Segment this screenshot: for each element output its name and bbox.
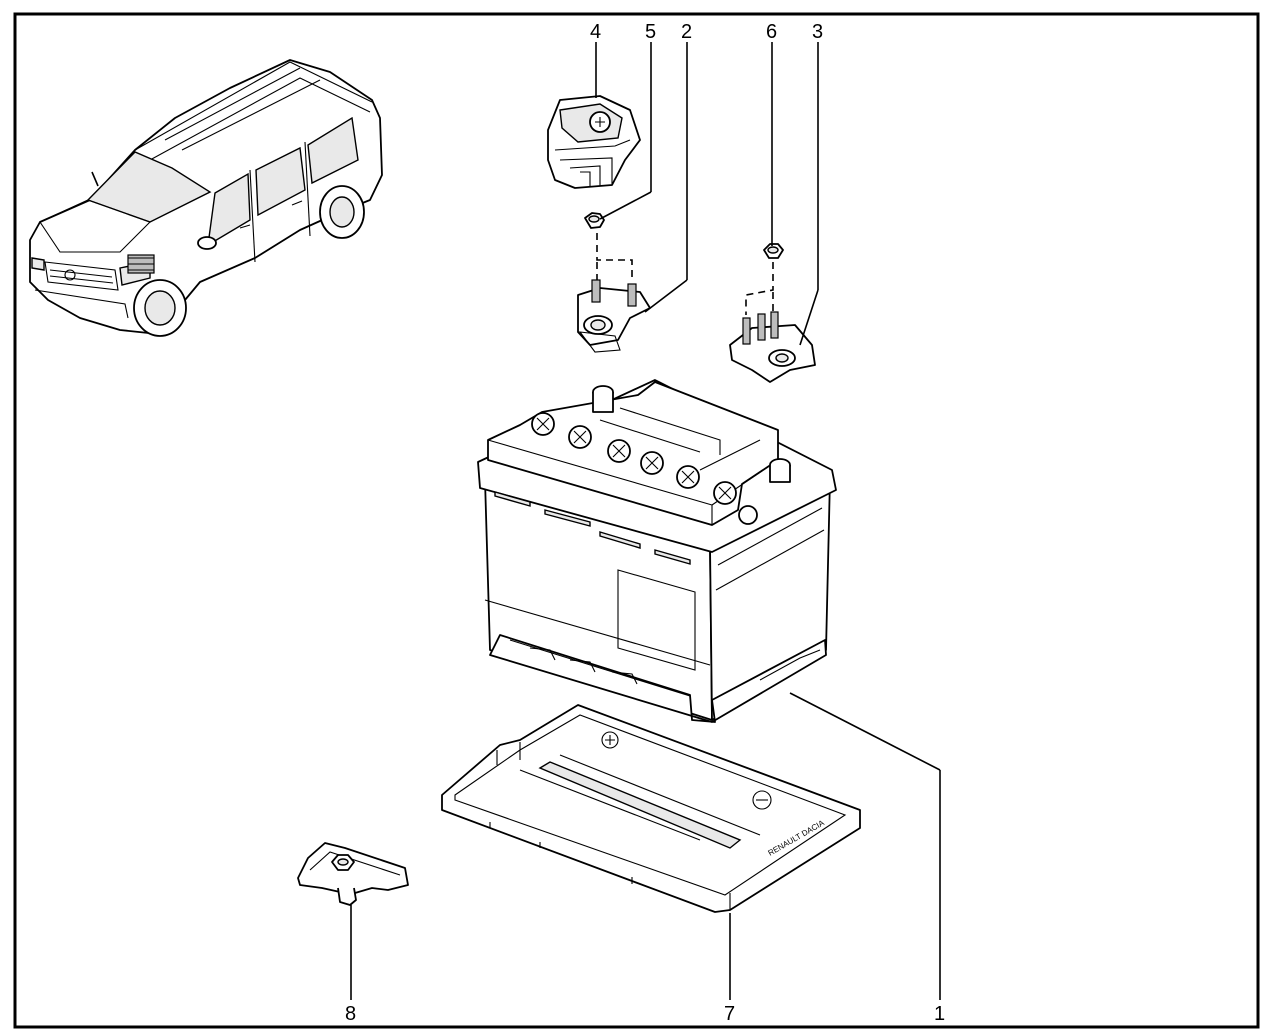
part-3-negative-terminal [729,262,816,383]
leader-lines [350,42,941,1000]
leader-line-1 [789,692,941,771]
callout-1: 1 [934,1003,945,1025]
callout-2: 2 [681,21,692,43]
part-6-nut [763,243,784,259]
leader-line-3b [799,289,819,346]
part-5-nut [584,212,605,229]
callout-6: 6 [766,21,777,43]
part-8-hold-down-bracket [297,842,409,906]
battery-vent-caps [531,412,737,505]
battery-terminal-posts [592,385,791,483]
callout-labels: 4 5 2 6 3 1 7 8 [345,21,945,1025]
leader-line-5b [599,191,652,220]
diagram-border [13,12,1260,1029]
callout-7: 7 [724,1003,735,1025]
part-7-battery-tray: RENAULT DACIA [441,704,861,913]
part-4-terminal-cover [547,95,641,189]
part-2-positive-terminal [577,233,651,353]
callout-3: 3 [812,21,823,43]
vehicle-location-illustration [29,59,383,337]
part-1-battery [477,379,837,723]
callout-5: 5 [645,21,656,43]
callout-4: 4 [590,21,601,43]
leader-line-2b [644,279,688,313]
callout-8: 8 [345,1003,356,1025]
